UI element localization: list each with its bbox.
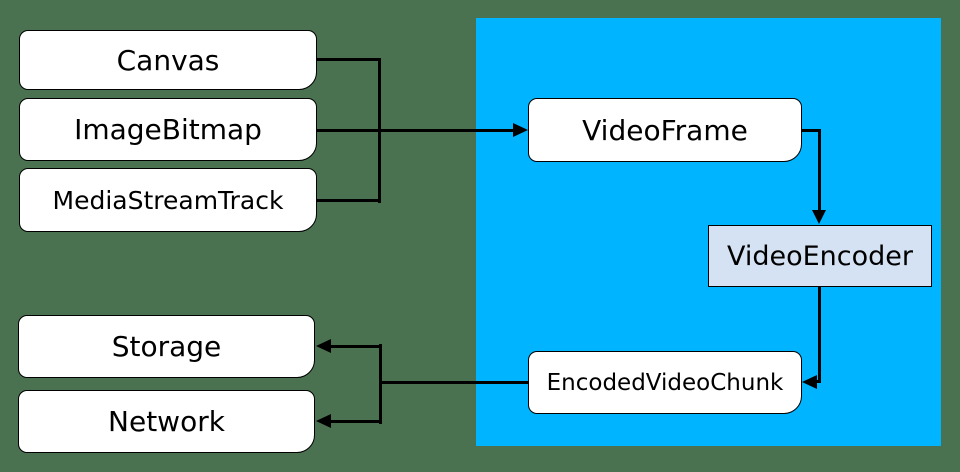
node-videoencoder: VideoEncoder [708,225,932,287]
node-network: Network [18,390,315,453]
connector-videoframe-out [800,129,821,132]
node-canvas-label: Canvas [116,43,220,77]
node-videoframe-label: VideoFrame [582,113,748,147]
node-videoencoder-label: VideoEncoder [726,240,914,272]
connector-inputs-to-videoframe [316,129,514,132]
node-canvas: Canvas [19,30,317,90]
connector-mediastreamtrack-to-junction [316,199,381,202]
node-encodedvideochunk: EncodedVideoChunk [528,351,802,414]
connector-down-to-videoencoder [818,129,821,211]
arrowhead-into-videoframe [513,123,528,137]
node-imagebitmap-label: ImageBitmap [74,113,262,146]
connector-elbow-to-encodedvideochunk [815,380,821,383]
node-mediastreamtrack: MediaStreamTrack [19,168,317,232]
connector-encodedvideochunk-to-junction [379,381,528,384]
connector-to-storage [331,345,382,348]
connector-canvas-to-junction [316,58,381,61]
arrowhead-into-storage [316,339,331,353]
arrowhead-into-videoencoder [812,210,826,224]
arrowhead-into-network [316,414,331,428]
node-storage: Storage [18,315,315,378]
node-imagebitmap: ImageBitmap [19,98,317,161]
connector-to-network [331,420,382,423]
node-encodedvideochunk-label: EncodedVideoChunk [546,369,784,396]
connector-output-junction-vertical [379,344,382,424]
connector-videoencoder-down [818,287,821,383]
node-mediastreamtrack-label: MediaStreamTrack [52,185,284,215]
node-videoframe: VideoFrame [528,98,802,162]
node-storage-label: Storage [111,330,222,363]
arrowhead-into-encodedvideochunk [802,375,817,389]
node-network-label: Network [108,405,225,438]
